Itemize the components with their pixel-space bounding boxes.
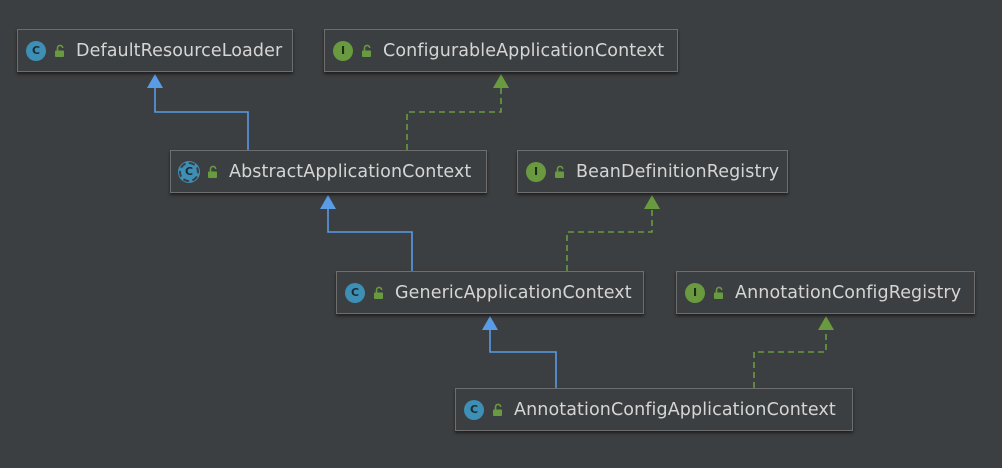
edge-line <box>327 209 413 271</box>
public-unlock-icon <box>55 44 64 57</box>
edge-line <box>753 330 827 388</box>
public-unlock-icon <box>555 165 564 178</box>
class-badge-icon: C <box>26 40 46 61</box>
node-label: GenericApplicationContext <box>395 282 632 303</box>
implements-edge-5 <box>753 316 834 388</box>
public-unlock-icon <box>362 44 371 57</box>
public-unlock-icon <box>493 403 502 416</box>
node-label: BeanDefinitionRegistry <box>576 161 780 182</box>
edge-line <box>154 88 249 150</box>
arrowhead-icon <box>147 74 163 88</box>
edge-line <box>566 209 653 271</box>
arrowhead-icon <box>818 316 834 330</box>
extends-edge-2 <box>320 195 413 271</box>
node-abstract-application-context[interactable]: C AbstractApplicationContext <box>170 150 487 193</box>
implements-edge-3 <box>566 195 660 271</box>
extends-edge-0 <box>147 74 249 150</box>
node-configurable-application-context[interactable]: I ConfigurableApplicationContext <box>324 29 678 72</box>
arrowhead-icon <box>493 74 509 88</box>
implements-edge-1 <box>406 74 509 150</box>
node-annotation-config-registry[interactable]: I AnnotationConfigRegistry <box>676 271 975 314</box>
node-label: ConfigurableApplicationContext <box>383 40 665 61</box>
interface-badge-icon: I <box>685 282 705 303</box>
edge-line <box>406 88 502 150</box>
interface-badge-icon: I <box>333 40 353 61</box>
public-unlock-icon <box>374 286 383 299</box>
public-unlock-icon <box>714 286 723 299</box>
interface-badge-icon: I <box>526 161 546 182</box>
edges-layer <box>147 74 834 388</box>
class-badge-icon: C <box>345 282 365 303</box>
node-label: AnnotationConfigRegistry <box>735 282 962 303</box>
node-generic-application-context[interactable]: C GenericApplicationContext <box>336 271 644 314</box>
arrowhead-icon <box>482 316 498 330</box>
public-unlock-icon <box>208 165 217 178</box>
edge-line <box>489 330 557 388</box>
abstract-class-badge-icon: C <box>179 161 199 182</box>
class-badge-icon: C <box>464 399 484 420</box>
node-label: DefaultResourceLoader <box>76 40 283 61</box>
arrowhead-icon <box>320 195 336 209</box>
node-label: AbstractApplicationContext <box>229 161 472 182</box>
node-label: AnnotationConfigApplicationContext <box>514 399 836 420</box>
node-default-resource-loader[interactable]: C DefaultResourceLoader <box>17 29 293 72</box>
node-bean-definition-registry[interactable]: I BeanDefinitionRegistry <box>517 150 788 193</box>
extends-edge-4 <box>482 316 557 388</box>
node-annotation-config-application-context[interactable]: C AnnotationConfigApplicationContext <box>455 388 853 431</box>
arrowhead-icon <box>644 195 660 209</box>
